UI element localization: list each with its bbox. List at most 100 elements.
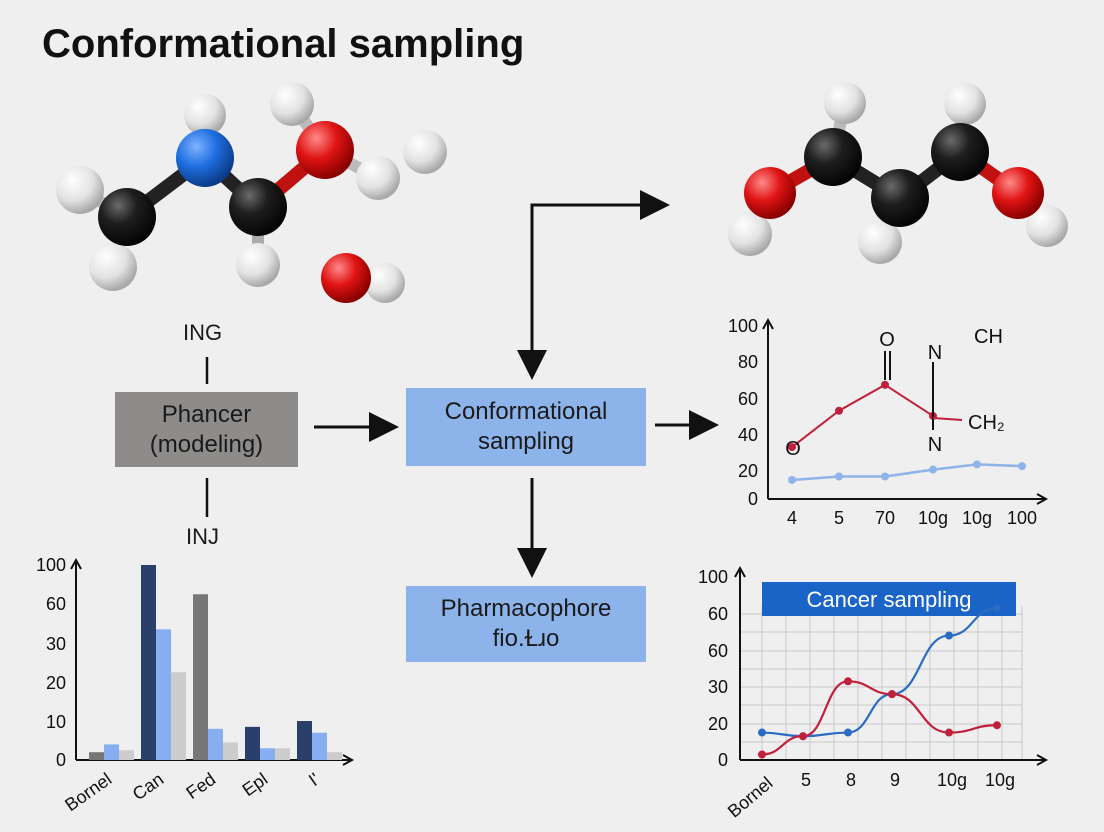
y-tick-label: 60 [708, 604, 728, 624]
data-point [945, 631, 953, 640]
data-point [881, 472, 889, 481]
arrow-to-molecule [530, 190, 670, 375]
conformational-sublabel: sampling [477, 428, 575, 455]
x-tick-label: Epl [239, 769, 272, 800]
x-axis-arrow [1036, 754, 1049, 766]
input-label-bottom: INJ [186, 524, 219, 549]
y-tick-label: 20 [738, 461, 758, 481]
input-label-top: ING [183, 320, 223, 345]
y-tick-label: 20 [46, 673, 66, 693]
flow-arrows [205, 190, 719, 578]
x-axis-arrow [1036, 493, 1049, 505]
bar [193, 594, 208, 760]
oxygen-atom [296, 121, 354, 179]
bar [260, 748, 275, 760]
hydrogen-atom [858, 220, 902, 264]
x-tick-label: 5 [801, 770, 811, 790]
series-line [791, 463, 1023, 482]
y-axis-arrow [734, 565, 746, 578]
nitrogen-atom [176, 129, 234, 187]
bar [312, 732, 327, 760]
x-tick-label: Fed [182, 769, 219, 803]
x-tick-label: Bornel [724, 773, 777, 822]
y-tick-label: 40 [738, 425, 758, 445]
oxygen-atom [744, 167, 796, 219]
x-tick-label: 10g [937, 770, 967, 790]
bar [89, 752, 104, 760]
y-tick-label: 0 [748, 489, 758, 509]
hydrogen-atom [365, 263, 405, 303]
carbon-atom [98, 188, 156, 246]
y-tick-label: 0 [56, 750, 66, 770]
x-tick-label: I' [305, 769, 323, 790]
hydrogen-atom [89, 243, 137, 291]
y-tick-label: 10 [46, 712, 66, 732]
carbon-atom [871, 169, 929, 227]
y-tick-label: 20 [708, 714, 728, 734]
y-tick-label: 30 [46, 634, 66, 654]
y-tick-label: 100 [36, 555, 66, 575]
data-point [993, 721, 1001, 730]
phancer-sublabel: (modeling) [149, 430, 264, 458]
y-tick-label: 60 [708, 641, 728, 661]
conformational-label: Conformational [444, 398, 608, 425]
structure-label: N [928, 434, 942, 456]
data-point [881, 380, 889, 389]
data-point [835, 406, 843, 415]
y-tick-label: 100 [698, 567, 728, 587]
hydrogen-atom [824, 82, 866, 124]
x-tick-label: 10g [962, 508, 992, 528]
data-point [888, 690, 896, 699]
carbon-atom [229, 178, 287, 236]
data-point [758, 728, 766, 737]
data-point [788, 443, 796, 452]
bar [104, 744, 119, 760]
structure-label: CH₂ [968, 412, 1005, 434]
x-tick-label: 9 [890, 770, 900, 790]
bar [245, 726, 260, 760]
data-point [1018, 462, 1026, 471]
bar [171, 672, 186, 760]
carbon-atom [804, 128, 862, 186]
page-title: Conformational sampling [42, 22, 525, 66]
hydrogen-atom [728, 212, 772, 256]
y-axis-arrow [70, 557, 82, 570]
pharmacophore-label: Pharmacophore [440, 595, 612, 622]
hydrogen-atom [236, 243, 280, 287]
bar [208, 728, 223, 760]
x-tick-label: 8 [846, 770, 856, 790]
carbon-atom [931, 123, 989, 181]
y-tick-label: 100 [728, 316, 758, 336]
x-tick-label: 5 [834, 508, 844, 528]
structure-label: O [785, 438, 801, 460]
pharmacophore-sublabel: fio.Ɫɹo [492, 625, 560, 652]
chart-title-banner [762, 582, 1016, 616]
data-point [929, 465, 937, 474]
hydrogen-atom [184, 94, 226, 136]
x-tick-label: Can [129, 769, 168, 804]
bar [156, 629, 171, 760]
structure-label: O [879, 329, 895, 351]
y-tick-label: 60 [46, 594, 66, 614]
bar [275, 748, 290, 760]
hydrogen-atom [1026, 205, 1068, 247]
data-point [844, 677, 852, 686]
data-point [788, 475, 796, 484]
conformational-box: Conformational sampling [406, 388, 646, 466]
data-point [835, 472, 843, 481]
phancer-label: Phancer [161, 400, 252, 428]
bar [327, 752, 342, 760]
structure-label: N [928, 342, 942, 364]
series-line [791, 383, 934, 448]
bar [141, 565, 156, 760]
bar [297, 721, 312, 760]
y-tick-label: 80 [738, 352, 758, 372]
series-line [761, 607, 998, 738]
bar [223, 742, 238, 760]
y-tick-label: 0 [718, 750, 728, 770]
hydrogen-atom [270, 82, 314, 126]
